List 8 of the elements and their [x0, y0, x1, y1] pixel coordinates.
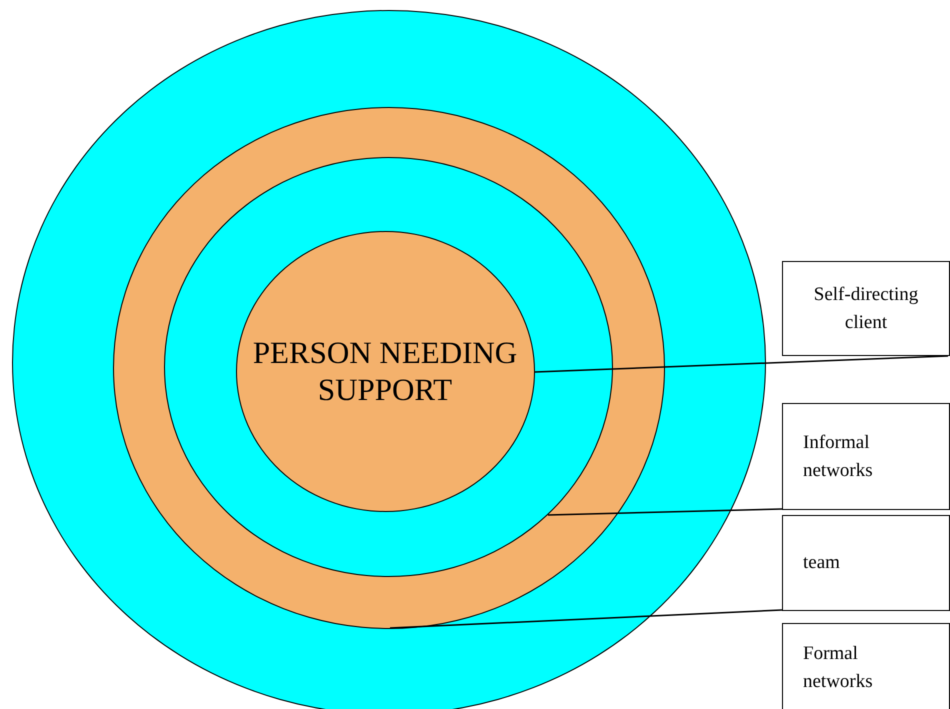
- leader-line: [390, 609, 782, 629]
- center-circle: PERSON NEEDING SUPPORT: [236, 230, 534, 512]
- label-box: team: [782, 515, 950, 611]
- label-box: Self-directing client: [782, 261, 950, 356]
- leader-line: [534, 355, 948, 373]
- label-box: Informal networks: [782, 403, 950, 510]
- label-box: Formal networks: [782, 623, 950, 709]
- leader-line: [548, 508, 782, 516]
